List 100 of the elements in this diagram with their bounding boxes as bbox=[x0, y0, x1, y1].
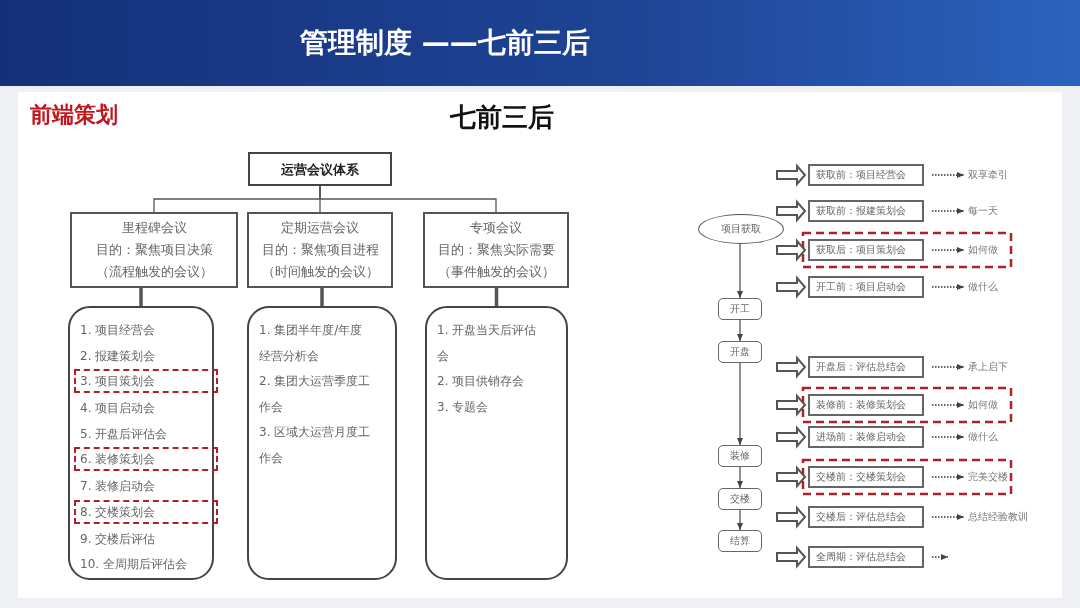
meeting-box bbox=[808, 394, 924, 416]
box-text: 结算 bbox=[729, 534, 751, 548]
stage-box bbox=[718, 488, 762, 510]
box-text: 装修 bbox=[729, 449, 751, 463]
tree-line bbox=[139, 288, 143, 306]
box-text: 项目获取 bbox=[720, 222, 762, 236]
meeting-box bbox=[808, 356, 924, 378]
category-box bbox=[70, 212, 238, 288]
diagram-heading: 七前三后 bbox=[450, 101, 554, 134]
tree-line bbox=[320, 288, 324, 306]
block-arrow bbox=[776, 199, 807, 223]
box-text: 开工 bbox=[729, 302, 751, 316]
box-text: 如何做 bbox=[968, 243, 999, 257]
highlighted-list-item: 6. 装修策划会 bbox=[74, 447, 218, 471]
box-heading: 专项会议 bbox=[469, 219, 523, 237]
stage-box bbox=[718, 445, 762, 467]
dotted-arrow bbox=[931, 364, 965, 370]
box-text: 每一天 bbox=[968, 204, 999, 218]
box-text: 开盘后：评估总结会 bbox=[816, 360, 907, 374]
meeting-list-card bbox=[425, 306, 568, 580]
box-text: 进场前：装修启动会 bbox=[816, 430, 907, 444]
flow-arrow bbox=[737, 509, 743, 531]
meeting-box bbox=[808, 426, 924, 448]
category-box bbox=[247, 212, 393, 288]
list-item: 5. 开盘后评估会 bbox=[80, 425, 169, 443]
box-heading: 定期运营会议 bbox=[280, 219, 360, 237]
list-item: 1. 开盘当天后评估会 bbox=[437, 322, 538, 365]
block-arrow bbox=[776, 355, 807, 379]
tree-line bbox=[319, 185, 497, 213]
box-text: 承上启下 bbox=[968, 360, 1009, 374]
dotted-arrow bbox=[931, 514, 965, 520]
block-arrow bbox=[776, 505, 807, 529]
dotted-arrow bbox=[931, 247, 965, 253]
stage-box bbox=[718, 341, 762, 363]
list-item: 10. 全周期后评估会 bbox=[80, 556, 188, 573]
box-text: 目的：聚焦实际需要 bbox=[436, 241, 556, 259]
root-box bbox=[248, 152, 392, 186]
box-heading: 里程碑会议 bbox=[120, 219, 188, 237]
dotted-arrow bbox=[931, 402, 965, 408]
box-text: 做什么 bbox=[968, 280, 999, 294]
meeting-box bbox=[808, 276, 924, 298]
box-text: 总结经验教训 bbox=[968, 510, 1029, 524]
box-text: 获取后：项目策划会 bbox=[816, 243, 907, 257]
block-arrow bbox=[776, 275, 807, 299]
box-text: 交楼前：交楼策划会 bbox=[816, 470, 907, 484]
category-box bbox=[423, 212, 569, 288]
box-text: 做什么 bbox=[968, 430, 999, 444]
block-arrow bbox=[776, 465, 807, 489]
list-item: 1. 集团半年度/年度经营分析会 bbox=[259, 322, 364, 365]
meeting-list-card bbox=[247, 306, 397, 580]
meeting-box bbox=[808, 164, 924, 186]
list-item: 1. 项目经营会 bbox=[80, 322, 157, 339]
slide-title: 管理制度 ——七前三后 bbox=[300, 25, 590, 61]
box-text: 交楼 bbox=[729, 492, 751, 506]
meeting-box bbox=[808, 506, 924, 528]
block-arrow bbox=[776, 425, 807, 449]
dotted-arrow bbox=[931, 208, 965, 214]
dotted-arrow bbox=[931, 434, 965, 440]
meeting-box bbox=[808, 466, 924, 488]
box-text: 运营会议体系 bbox=[280, 161, 360, 179]
box-text: 完美交楼 bbox=[968, 470, 1009, 484]
box-text: 交楼后：评估总结会 bbox=[816, 510, 907, 524]
highlighted-list-item: 3. 项目策划会 bbox=[74, 369, 218, 393]
meeting-box bbox=[808, 239, 924, 261]
flow-arrow bbox=[737, 362, 743, 446]
section-heading: 前端策划 bbox=[30, 101, 118, 129]
meeting-box bbox=[808, 546, 924, 568]
list-item: 2. 项目供销存会 bbox=[437, 373, 526, 390]
stage-box bbox=[718, 298, 762, 320]
meeting-box bbox=[808, 200, 924, 222]
highlighted-list-item: 8. 交楼策划会 bbox=[74, 499, 218, 524]
box-text: 双享牵引 bbox=[968, 168, 1009, 182]
box-text: 目的：聚焦项目进程 bbox=[260, 241, 380, 259]
box-text: 开工前：项目启动会 bbox=[816, 280, 907, 294]
box-text: 目的：聚焦项目决策 bbox=[94, 241, 214, 259]
flow-arrow bbox=[737, 466, 743, 489]
dotted-arrow bbox=[931, 284, 965, 290]
list-item: 4. 项目启动会 bbox=[80, 400, 157, 417]
block-arrow bbox=[776, 393, 807, 417]
dotted-arrow bbox=[931, 474, 965, 480]
list-item: 2. 报建策划会 bbox=[80, 347, 157, 365]
box-text: （时间触发的会议） bbox=[260, 263, 380, 281]
box-text: 获取前：项目经营会 bbox=[816, 168, 907, 182]
dotted-arrow bbox=[931, 554, 949, 560]
box-text: 如何做 bbox=[968, 398, 999, 412]
box-text: 装修前：装修策划会 bbox=[816, 398, 907, 412]
box-text: 开盘 bbox=[729, 345, 751, 359]
box-text: 获取前：报建策划会 bbox=[816, 204, 907, 218]
box-text: 全周期：评估总结会 bbox=[816, 550, 907, 564]
box-text: （事件触发的会议） bbox=[436, 263, 556, 281]
list-item: 9. 交楼后评估 bbox=[80, 530, 157, 548]
list-item: 3. 专题会 bbox=[437, 398, 490, 416]
list-item: 7. 装修启动会 bbox=[80, 478, 157, 495]
flow-arrow bbox=[737, 319, 743, 342]
block-arrow bbox=[776, 545, 807, 569]
block-arrow bbox=[776, 238, 807, 262]
dotted-arrow bbox=[931, 172, 965, 178]
box-text: （流程触发的会议） bbox=[94, 263, 214, 281]
flow-arrow bbox=[737, 243, 743, 299]
stage-box bbox=[718, 530, 762, 552]
